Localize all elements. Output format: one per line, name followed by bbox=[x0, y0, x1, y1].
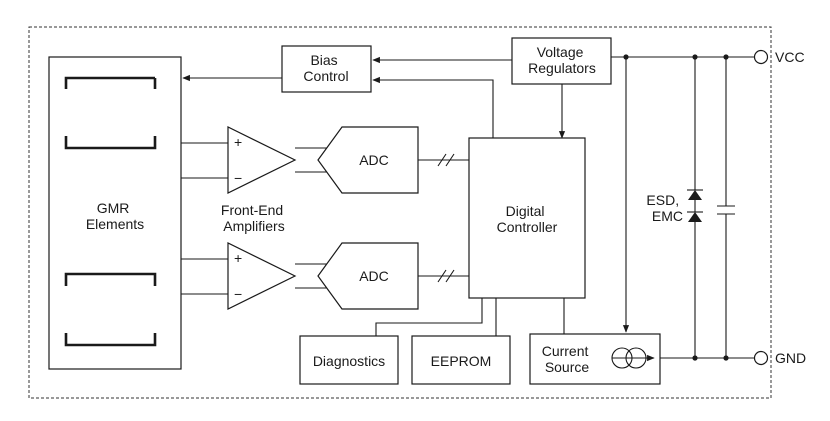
controller-to-bias-arrow bbox=[372, 76, 494, 138]
esd-emc-label: ESD, EMC bbox=[646, 192, 683, 224]
voltage-regulators-label: Voltage Regulators bbox=[528, 44, 596, 76]
digital-controller-block: Digital Controller bbox=[468, 137, 586, 299]
adc-1-bus bbox=[418, 153, 469, 167]
bias-control-block: Bias Control bbox=[281, 45, 372, 93]
current-source-block: Current Source bbox=[529, 333, 661, 385]
controller-bottom-wires bbox=[375, 298, 565, 336]
digital-controller-label: Digital Controller bbox=[497, 203, 558, 235]
adc-2-block: ADC bbox=[317, 242, 419, 310]
amplifier-2: + − bbox=[227, 242, 297, 310]
vcc-pin: VCC bbox=[753, 49, 805, 65]
gnd-label: GND bbox=[775, 350, 806, 366]
diagnostics-block: Diagnostics bbox=[299, 335, 399, 385]
amp-1-plus: + bbox=[234, 134, 242, 150]
chip-outline bbox=[28, 26, 772, 399]
eeprom-block: EEPROM bbox=[411, 335, 511, 385]
gnd-pin: GND bbox=[753, 350, 806, 366]
gmr-element-3 bbox=[64, 272, 157, 286]
bias-control-label: Bias Control bbox=[303, 52, 348, 84]
vcc-rail bbox=[611, 54, 755, 60]
amplifier-1: + − bbox=[227, 126, 297, 194]
amp-to-adc-wires bbox=[295, 147, 327, 289]
gmr-label: GMR Elements bbox=[86, 200, 144, 232]
gmr-elements-block: GMR Elements bbox=[48, 56, 182, 370]
vcc-label: VCC bbox=[775, 49, 805, 65]
adc-1-label: ADC bbox=[359, 152, 389, 168]
amp-1-minus: − bbox=[234, 170, 242, 186]
eeprom-label: EEPROM bbox=[431, 353, 492, 369]
front-end-amplifiers-label: Front-End Amplifiers bbox=[221, 202, 287, 234]
esd-diodes bbox=[687, 57, 703, 358]
decoupling-capacitor bbox=[717, 57, 735, 358]
adc-2-bus bbox=[418, 269, 469, 283]
gnd-rail bbox=[660, 355, 755, 361]
current-source-label: Current Source bbox=[542, 343, 593, 375]
amp-2-minus: − bbox=[234, 286, 242, 302]
adc-2-label: ADC bbox=[359, 268, 389, 284]
amp-2-plus: + bbox=[234, 250, 242, 266]
gmr-element-4 bbox=[64, 333, 157, 347]
gmr-to-amp-wires bbox=[181, 142, 228, 295]
diagnostics-label: Diagnostics bbox=[313, 353, 385, 369]
current-source-icon bbox=[611, 347, 655, 369]
voltage-regulators-block: Voltage Regulators bbox=[511, 37, 612, 85]
gmr-element-2 bbox=[64, 136, 157, 150]
gmr-element-1 bbox=[64, 76, 157, 89]
adc-1-block: ADC bbox=[317, 126, 419, 194]
